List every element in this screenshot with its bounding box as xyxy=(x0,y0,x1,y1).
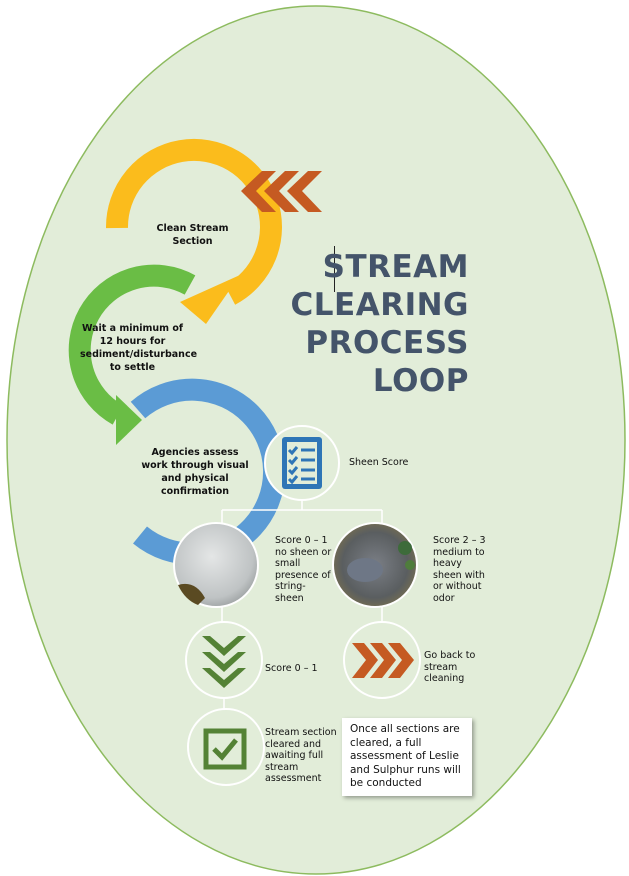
step-clean-label: Clean Stream Section xyxy=(156,223,229,247)
chevron-down-icon xyxy=(202,636,246,688)
title-line: LOOP xyxy=(372,363,469,399)
sheen-score-label: Sheen Score xyxy=(349,457,409,468)
title-line: STREAM xyxy=(322,249,469,285)
step-assess-label: Agencies assess work through visual and … xyxy=(141,447,249,497)
wait-arrow xyxy=(68,264,196,445)
chevron-left-icon xyxy=(241,171,322,212)
outcome-score: Score 0 – 1 xyxy=(275,535,328,546)
connector-lines xyxy=(221,500,383,709)
fail-label: Go back to stream cleaning xyxy=(424,650,476,684)
final-assessment-note: Once all sections are cleared, a full as… xyxy=(342,718,472,796)
title-line: PROCESS xyxy=(305,325,469,361)
outcome-score: Score 2 – 3 xyxy=(433,535,486,546)
pass-label: Score 0 – 1 xyxy=(265,663,318,674)
outcome-desc: no sheen or small presence of string-she… xyxy=(275,546,332,604)
outcome-desc: medium to heavy sheen with or without od… xyxy=(433,546,485,604)
clean-stream-arrow xyxy=(105,138,282,324)
cleared-label: Stream section cleared and awaiting full… xyxy=(265,727,337,784)
checklist-icon xyxy=(282,437,322,489)
outcome-high: Score 2 – 3 medium to heavy sheen with o… xyxy=(433,535,493,604)
title-line: CLEARING xyxy=(290,287,469,323)
page-title: STREAM CLEARING PROCESS LOOP xyxy=(291,248,469,400)
outcome-low: Score 0 – 1 no sheen or small presence o… xyxy=(275,535,333,604)
clear-water-photo xyxy=(173,522,259,608)
step-wait-label: Wait a minimum of 12 hours for sediment/… xyxy=(80,323,198,373)
checkbox-icon xyxy=(203,728,247,770)
text-cursor xyxy=(334,246,335,292)
sheen-water-photo xyxy=(332,522,418,608)
chevron-right-icon xyxy=(352,643,414,678)
